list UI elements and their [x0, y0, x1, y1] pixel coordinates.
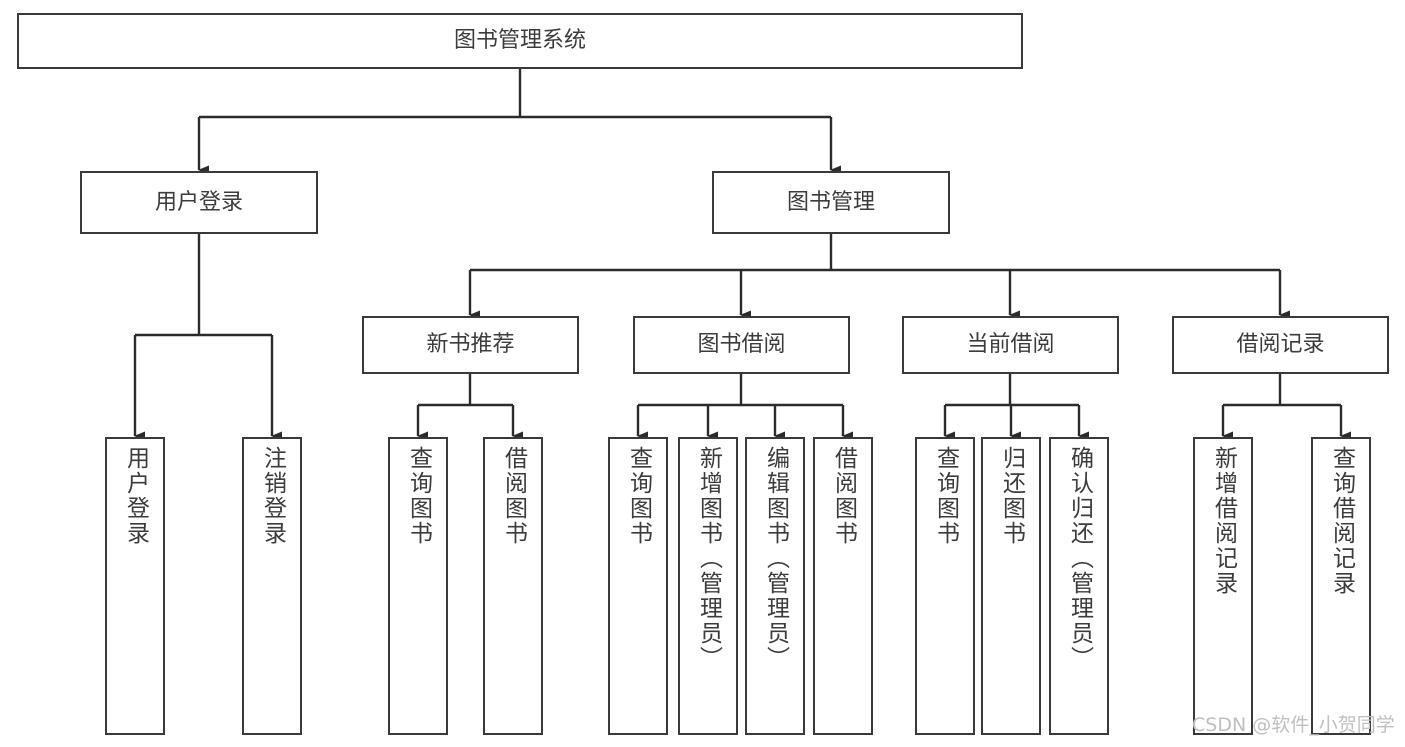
node-label: 编辑图书（管理员）: [762, 446, 789, 671]
node-book-borrow[interactable]: 图书借阅: [633, 316, 850, 374]
node-label: 查询借阅记录: [1328, 446, 1355, 596]
node-leaf-query-record[interactable]: 查询借阅记录: [1311, 437, 1371, 735]
node-label: 用户登录: [122, 446, 149, 546]
node-label: 借阅图书: [500, 446, 527, 546]
node-leaf-add-record[interactable]: 新增借阅记录: [1193, 437, 1253, 735]
node-label: 图书借阅: [697, 332, 786, 358]
node-label: 图书管理: [786, 189, 875, 215]
node-label: 借阅图书: [830, 446, 857, 546]
node-label: 新增借阅记录: [1210, 446, 1237, 596]
node-new-book-recommend[interactable]: 新书推荐: [362, 316, 579, 374]
node-label: 查询图书: [932, 446, 959, 546]
node-label: 用户登录: [154, 189, 243, 215]
node-leaf-edit-book[interactable]: 编辑图书（管理员）: [745, 437, 805, 735]
node-borrow-record[interactable]: 借阅记录: [1172, 316, 1389, 374]
node-book-manage[interactable]: 图书管理: [712, 171, 950, 234]
node-leaf-add-book[interactable]: 新增图书（管理员）: [678, 437, 738, 735]
node-label: 注销登录: [259, 446, 286, 546]
node-label: 确认归还（管理员）: [1066, 446, 1093, 671]
node-leaf-user-logout[interactable]: 注销登录: [242, 437, 302, 735]
node-leaf-return-book[interactable]: 归还图书: [981, 437, 1041, 735]
node-leaf-confirm-return[interactable]: 确认归还（管理员）: [1049, 437, 1109, 735]
node-leaf-borrow-book-1[interactable]: 借阅图书: [483, 437, 543, 735]
node-label: 图书管理系统: [453, 28, 586, 54]
node-current-borrow[interactable]: 当前借阅: [902, 316, 1119, 374]
node-label: 当前借阅: [966, 332, 1055, 358]
node-leaf-query-book-1[interactable]: 查询图书: [388, 437, 448, 735]
node-label: 新增图书（管理员）: [695, 446, 722, 671]
watermark-label: CSDN @软件_小贺同学: [1192, 714, 1395, 736]
node-root[interactable]: 图书管理系统: [17, 13, 1023, 69]
node-leaf-user-login[interactable]: 用户登录: [105, 437, 165, 735]
node-leaf-query-book-3[interactable]: 查询图书: [915, 437, 975, 735]
node-label: 查询图书: [405, 446, 432, 546]
node-leaf-borrow-book-2[interactable]: 借阅图书: [813, 437, 873, 735]
node-leaf-query-book-2[interactable]: 查询图书: [608, 437, 668, 735]
node-label: 新书推荐: [426, 332, 515, 358]
node-label: 归还图书: [998, 446, 1025, 546]
node-user-login[interactable]: 用户登录: [80, 171, 318, 234]
node-label: 借阅记录: [1236, 332, 1325, 358]
node-label: 查询图书: [625, 446, 652, 546]
